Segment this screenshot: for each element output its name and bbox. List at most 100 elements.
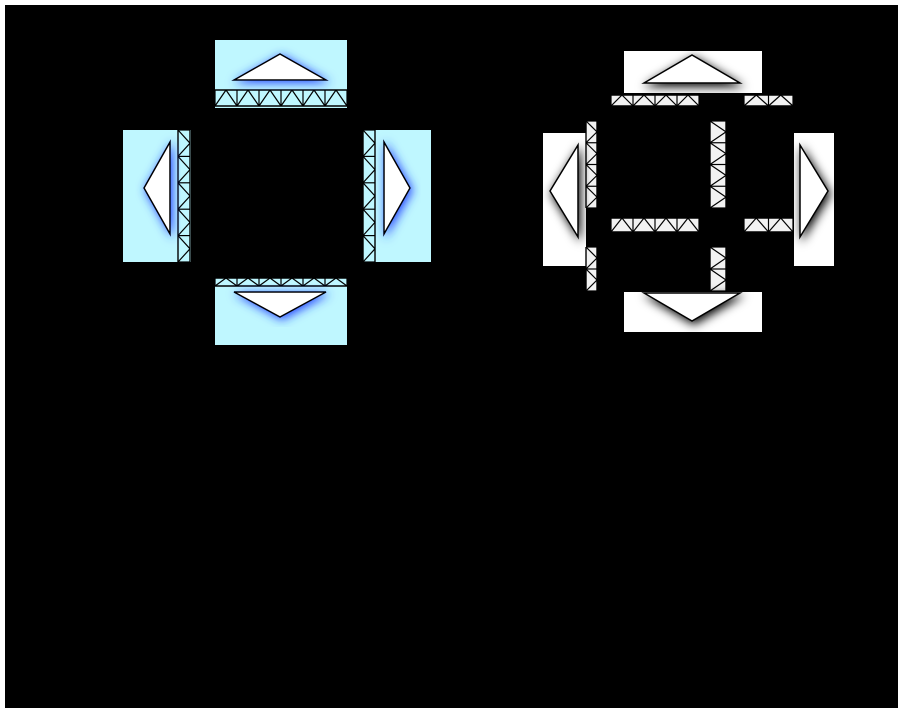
truss-strut — [302, 277, 315, 287]
truss-strut — [709, 120, 727, 133]
truss-strut — [362, 155, 376, 171]
truss-strut — [280, 277, 293, 287]
down-arrow-icon[interactable] — [233, 291, 327, 318]
truss-strut — [585, 196, 598, 209]
truss-strut — [302, 89, 315, 107]
truss-strut — [643, 94, 656, 107]
truss-strut — [780, 94, 794, 107]
truss-strut — [362, 208, 376, 223]
right-arrow-icon[interactable] — [383, 139, 411, 237]
truss-strut — [709, 279, 727, 292]
truss-top — [214, 89, 348, 107]
truss-right-upper — [709, 120, 727, 209]
truss-strut — [632, 217, 645, 233]
truss-strut — [585, 131, 598, 144]
truss-strut — [177, 195, 191, 210]
truss-strut — [709, 174, 727, 187]
truss-right-lower — [709, 246, 727, 292]
truss-strut — [362, 129, 376, 144]
down-arrow-icon[interactable] — [641, 292, 743, 322]
truss-strut — [236, 89, 249, 107]
truss-strut — [585, 120, 598, 133]
right-arrow-icon[interactable] — [799, 142, 829, 240]
truss-strut — [780, 217, 794, 233]
truss-strut — [709, 268, 727, 281]
truss-strut — [743, 217, 757, 233]
truss-strut — [324, 277, 337, 287]
truss-strut — [687, 217, 700, 233]
truss-strut — [743, 94, 757, 107]
truss-strut — [643, 217, 656, 233]
truss-strut — [269, 277, 282, 287]
truss-strut — [654, 94, 667, 107]
truss-top-right — [743, 94, 794, 107]
truss-strut — [585, 268, 598, 281]
truss-strut — [585, 164, 598, 176]
truss-right — [362, 129, 376, 263]
truss-middle-left — [610, 217, 700, 233]
truss-top-left — [610, 94, 700, 107]
truss-strut — [709, 185, 727, 198]
truss-left-upper — [585, 120, 598, 209]
truss-strut — [362, 195, 376, 210]
truss-strut — [709, 142, 727, 155]
truss-strut — [687, 94, 700, 107]
truss-strut — [709, 153, 727, 165]
truss-strut — [177, 235, 191, 250]
truss-bottom — [214, 277, 348, 287]
truss-strut — [621, 94, 634, 107]
truss-background — [178, 130, 190, 262]
truss-middle-right — [743, 217, 794, 233]
truss-strut — [585, 185, 598, 198]
truss-strut — [585, 174, 598, 187]
truss-strut — [610, 94, 623, 107]
truss-strut — [665, 94, 678, 107]
up-arrow-icon[interactable] — [641, 54, 743, 84]
truss-strut — [709, 246, 727, 259]
truss-strut — [177, 142, 191, 157]
truss-strut — [335, 89, 348, 107]
truss-strut — [709, 257, 727, 270]
truss-strut — [258, 277, 271, 287]
truss-strut — [214, 277, 227, 287]
truss-strut — [177, 248, 191, 263]
truss-strut — [610, 217, 623, 233]
truss-strut — [676, 94, 689, 107]
truss-strut — [709, 196, 727, 209]
truss-strut — [269, 89, 282, 107]
truss-strut — [654, 217, 667, 233]
truss-strut — [177, 208, 191, 223]
truss-left-lower — [585, 246, 598, 292]
truss-strut — [258, 89, 271, 107]
up-arrow-icon[interactable] — [231, 53, 329, 81]
truss-strut — [362, 235, 376, 250]
right-navigation-widget — [543, 51, 834, 332]
truss-strut — [621, 217, 634, 233]
truss-strut — [755, 94, 769, 107]
truss-strut — [214, 89, 227, 107]
truss-left — [177, 129, 191, 263]
truss-strut — [585, 257, 598, 270]
truss-strut — [768, 217, 782, 233]
truss-background — [363, 130, 375, 262]
truss-strut — [362, 221, 376, 237]
left-arrow-icon[interactable] — [143, 139, 171, 237]
truss-strut — [225, 277, 238, 287]
left-arrow-icon[interactable] — [549, 142, 579, 240]
truss-strut — [632, 94, 645, 107]
truss-strut — [225, 89, 238, 107]
truss-strut — [177, 155, 191, 171]
truss-strut — [291, 89, 304, 107]
truss-strut — [585, 279, 598, 292]
truss-strut — [335, 277, 348, 287]
truss-strut — [585, 246, 598, 259]
truss-strut — [585, 153, 598, 165]
truss-strut — [177, 182, 191, 197]
truss-strut — [177, 129, 191, 144]
truss-strut — [247, 277, 260, 287]
truss-strut — [291, 277, 304, 287]
truss-strut — [362, 142, 376, 157]
left-navigation-widget — [123, 40, 431, 345]
truss-strut — [236, 277, 249, 287]
truss-strut — [177, 221, 191, 237]
